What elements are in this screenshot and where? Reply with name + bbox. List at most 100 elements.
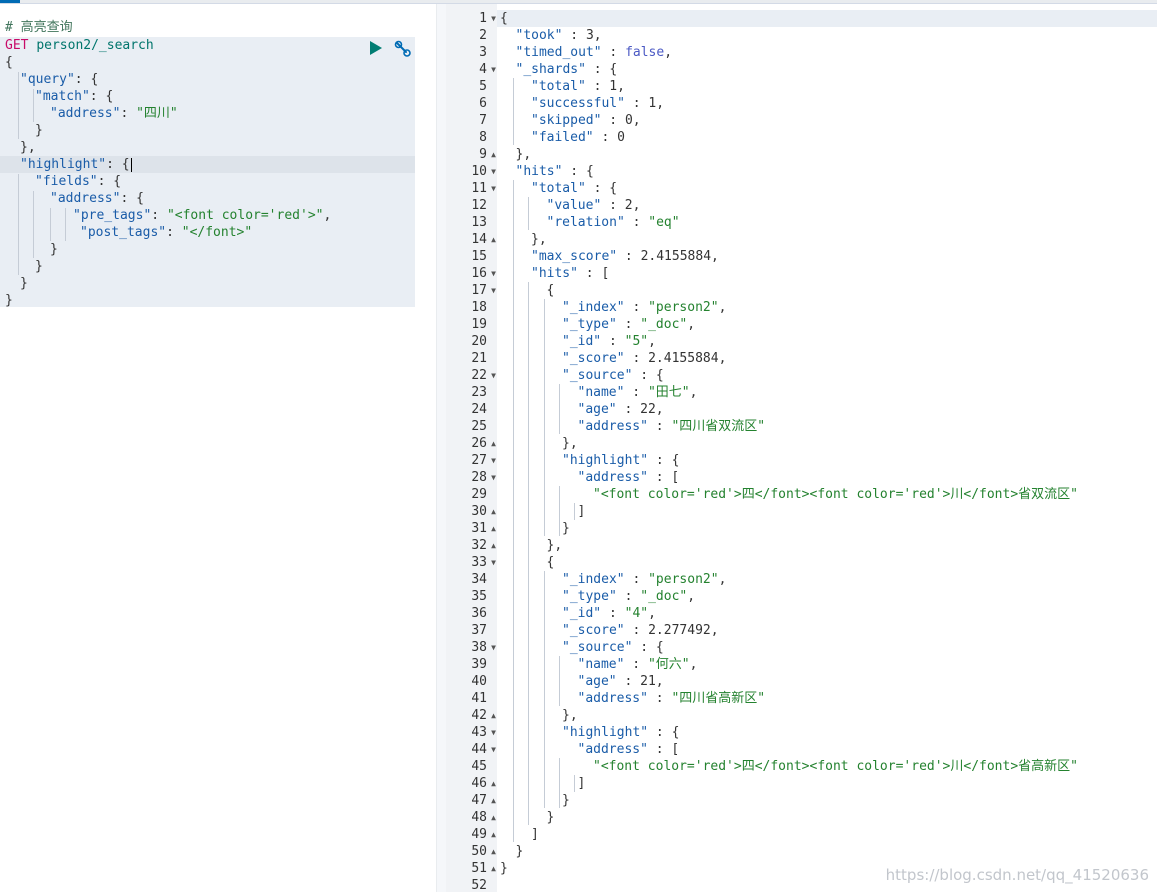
fold-close-icon[interactable]: ▲ (491, 796, 496, 805)
fold-close-icon[interactable]: ▲ (491, 235, 496, 244)
indent-guide (513, 78, 514, 145)
fold-close-icon[interactable]: ▲ (491, 830, 496, 839)
line-number: 18 (471, 300, 487, 315)
line-number: 36 (471, 606, 487, 621)
gutter-line: 36 (446, 605, 497, 622)
gutter-line: 43▼ (446, 724, 497, 741)
indent-guide (18, 174, 19, 275)
fold-open-icon[interactable]: ▼ (491, 269, 496, 278)
response-line: "_source" : { (562, 640, 664, 655)
gutter-line: 24 (446, 401, 497, 418)
response-line: "took" : 3, (515, 28, 602, 43)
fold-open-icon[interactable]: ▼ (491, 167, 496, 176)
fold-close-icon[interactable]: ▲ (491, 439, 496, 448)
gutter-line: 3 (446, 44, 497, 61)
response-line: }, (562, 436, 578, 451)
response-line: "<font color='red'>四</font><font color='… (593, 487, 1078, 502)
response-line: }, (515, 147, 532, 162)
fold-open-icon[interactable]: ▼ (491, 473, 496, 482)
line-number: 1 (479, 11, 487, 26)
indent-guide (559, 656, 560, 706)
fold-open-icon[interactable]: ▼ (491, 371, 496, 380)
gutter-line: 20 (446, 333, 497, 350)
fold-close-icon[interactable]: ▲ (491, 779, 496, 788)
fold-open-icon[interactable]: ▼ (491, 286, 496, 295)
response-line: "highlight" : { (562, 453, 680, 468)
request-line[interactable]: GET person2/_search (5, 37, 154, 54)
request-path: person2/_search (36, 38, 154, 53)
fold-open-icon[interactable]: ▼ (491, 643, 496, 652)
response-line: "name" : "何六", (577, 657, 698, 672)
line-number: 40 (471, 674, 487, 689)
line-number: 46 (471, 776, 487, 791)
line-number: 5 (479, 79, 487, 94)
gutter-line: 12 (446, 197, 497, 214)
fold-open-icon[interactable]: ▼ (491, 184, 496, 193)
request-settings-button[interactable] (394, 40, 412, 58)
response-line: }, (546, 538, 563, 553)
line-number: 25 (471, 419, 487, 434)
response-line: "max_score" : 2.4155884, (531, 249, 719, 264)
response-line: } (546, 810, 555, 825)
fold-open-icon[interactable]: ▼ (491, 14, 496, 23)
run-request-button[interactable] (368, 40, 384, 56)
fold-close-icon[interactable]: ▲ (491, 541, 496, 550)
line-number: 38 (471, 640, 487, 655)
response-line: "name" : "田七", (577, 385, 698, 400)
gutter-line: 50▲ (446, 843, 497, 860)
line-number: 41 (471, 691, 487, 706)
fold-close-icon[interactable]: ▲ (491, 711, 496, 720)
response-line: "_score" : 2.277492, (562, 623, 719, 638)
request-method: GET (5, 38, 29, 53)
request-editor[interactable]: # 高亮查询 GET person2/_search { "query": { … (0, 4, 436, 892)
response-line: ] (577, 504, 586, 519)
line-number: 2 (479, 28, 487, 43)
post-tags-value: "</font>" (181, 225, 253, 240)
response-line: "total" : { (531, 181, 618, 196)
pane-resizer[interactable] (436, 4, 447, 892)
indent-guide (574, 503, 575, 520)
line-number: 13 (471, 215, 487, 230)
gutter-line: 1▼ (446, 10, 497, 27)
wrench-icon (394, 40, 411, 57)
line-number: 30 (471, 504, 487, 519)
indent-guide (544, 571, 545, 808)
fold-close-icon[interactable]: ▲ (491, 524, 496, 533)
response-line: "highlight" : { (562, 725, 680, 740)
indent-guide (65, 208, 66, 241)
response-line: "address" : [ (577, 470, 680, 485)
response-line: "_index" : "person2", (562, 300, 727, 315)
response-line: "relation" : "eq" (546, 215, 680, 230)
response-line: }, (562, 708, 578, 723)
gutter-line: 47▲ (446, 792, 497, 809)
gutter-line: 10▼ (446, 163, 497, 180)
gutter-line: 31▲ (446, 520, 497, 537)
gutter-line: 29 (446, 486, 497, 503)
gutter-line: 16▼ (446, 265, 497, 282)
fold-close-icon[interactable]: ▲ (491, 150, 496, 159)
watermark: https://blog.csdn.net/qq_41520636 (885, 866, 1149, 884)
gutter-line: 22▼ (446, 367, 497, 384)
fold-close-icon[interactable]: ▲ (491, 847, 496, 856)
indent-guide (544, 299, 545, 536)
indent-guide (33, 191, 34, 258)
line-number: 48 (471, 810, 487, 825)
response-line: "_type" : "_doc", (562, 317, 696, 332)
line-number: 3 (479, 45, 487, 60)
fold-open-icon[interactable]: ▼ (491, 65, 496, 74)
line-number: 6 (479, 96, 487, 111)
response-line: { (500, 11, 508, 26)
fold-open-icon[interactable]: ▼ (491, 558, 496, 567)
fold-close-icon[interactable]: ▲ (491, 813, 496, 822)
gutter-line: 49▲ (446, 826, 497, 843)
fold-open-icon[interactable]: ▼ (491, 728, 496, 737)
response-line: "address" : [ (577, 742, 680, 757)
fold-open-icon[interactable]: ▼ (491, 745, 496, 754)
indent-guide (559, 384, 560, 434)
gutter-line: 26▲ (446, 435, 497, 452)
response-line: "_shards" : { (515, 62, 618, 77)
fold-close-icon[interactable]: ▲ (491, 507, 496, 516)
indent-guide (50, 208, 51, 241)
fold-close-icon[interactable]: ▲ (491, 864, 496, 873)
fold-open-icon[interactable]: ▼ (491, 456, 496, 465)
